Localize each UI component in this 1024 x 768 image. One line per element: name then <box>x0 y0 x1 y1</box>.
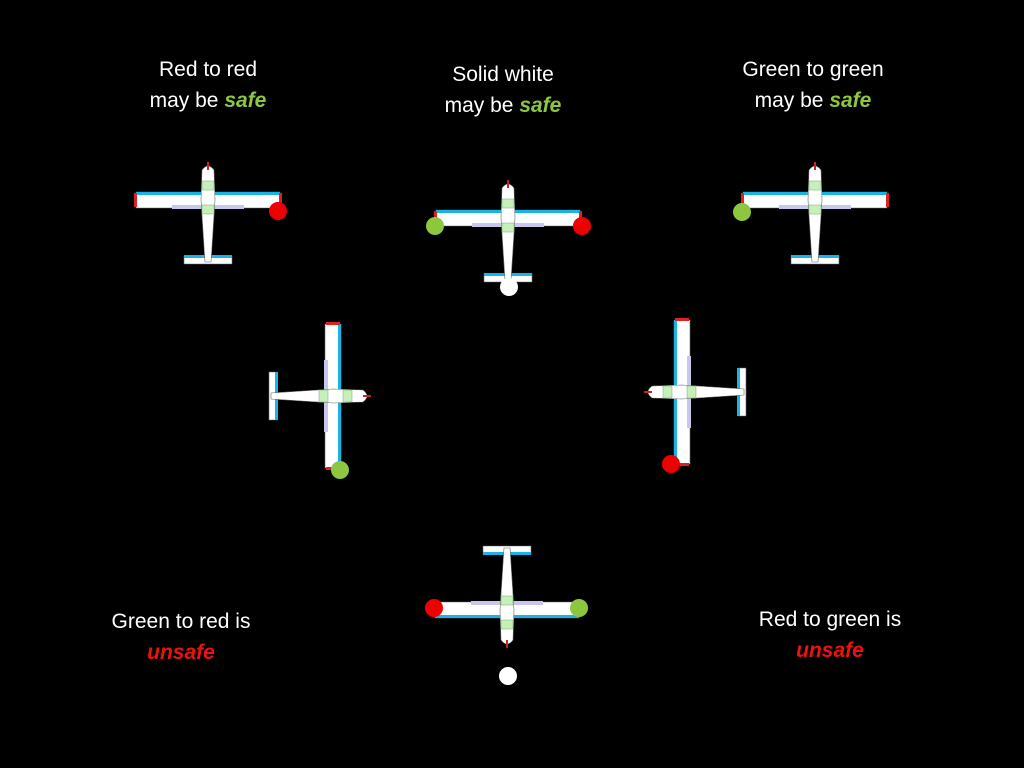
airplane-bottom-center <box>425 545 588 685</box>
red-nav-light <box>662 455 680 473</box>
unsafe-keyword: unsafe <box>796 639 864 662</box>
red-nav-light <box>573 217 591 235</box>
airplane-solid-white <box>426 179 591 296</box>
unsafe-keyword: unsafe <box>147 641 215 664</box>
airplane-red-to-red <box>133 161 287 265</box>
caption-line: may be safe <box>713 85 913 116</box>
airplane-green-to-green <box>733 161 890 265</box>
caption-solid-white: Solid white may be safe <box>423 59 583 121</box>
caption-green-to-red: Green to red is unsafe <box>91 606 271 668</box>
caption-prefix: may be <box>444 94 520 117</box>
caption-prefix: may be <box>754 89 830 112</box>
caption-line: may be safe <box>423 90 583 121</box>
white-tail-light <box>500 278 518 296</box>
safe-keyword: safe <box>519 94 562 117</box>
green-nav-light <box>426 217 444 235</box>
green-nav-light <box>570 599 588 617</box>
caption-line: Red to green is <box>758 608 902 631</box>
airplane-middle-right <box>643 317 747 473</box>
caption-line: Red to red <box>158 58 258 81</box>
caption-red-to-red: Red to red may be safe <box>128 54 288 116</box>
green-nav-light <box>733 203 751 221</box>
caption-prefix: may be <box>149 89 225 112</box>
airplane-middle-left <box>268 321 372 479</box>
caption-line: Solid white <box>452 63 554 86</box>
caption-line: may be safe <box>128 85 288 116</box>
caption-red-to-green: Red to green is unsafe <box>740 604 920 666</box>
caption-green-to-green: Green to green may be safe <box>713 54 913 116</box>
white-tail-light <box>499 667 517 685</box>
safe-keyword: safe <box>829 89 872 112</box>
safe-keyword: safe <box>224 89 267 112</box>
caption-line: Green to green <box>742 58 884 81</box>
red-nav-light <box>269 202 287 220</box>
red-nav-light <box>425 599 443 617</box>
green-nav-light <box>331 461 349 479</box>
caption-line: Green to red is <box>111 610 251 633</box>
